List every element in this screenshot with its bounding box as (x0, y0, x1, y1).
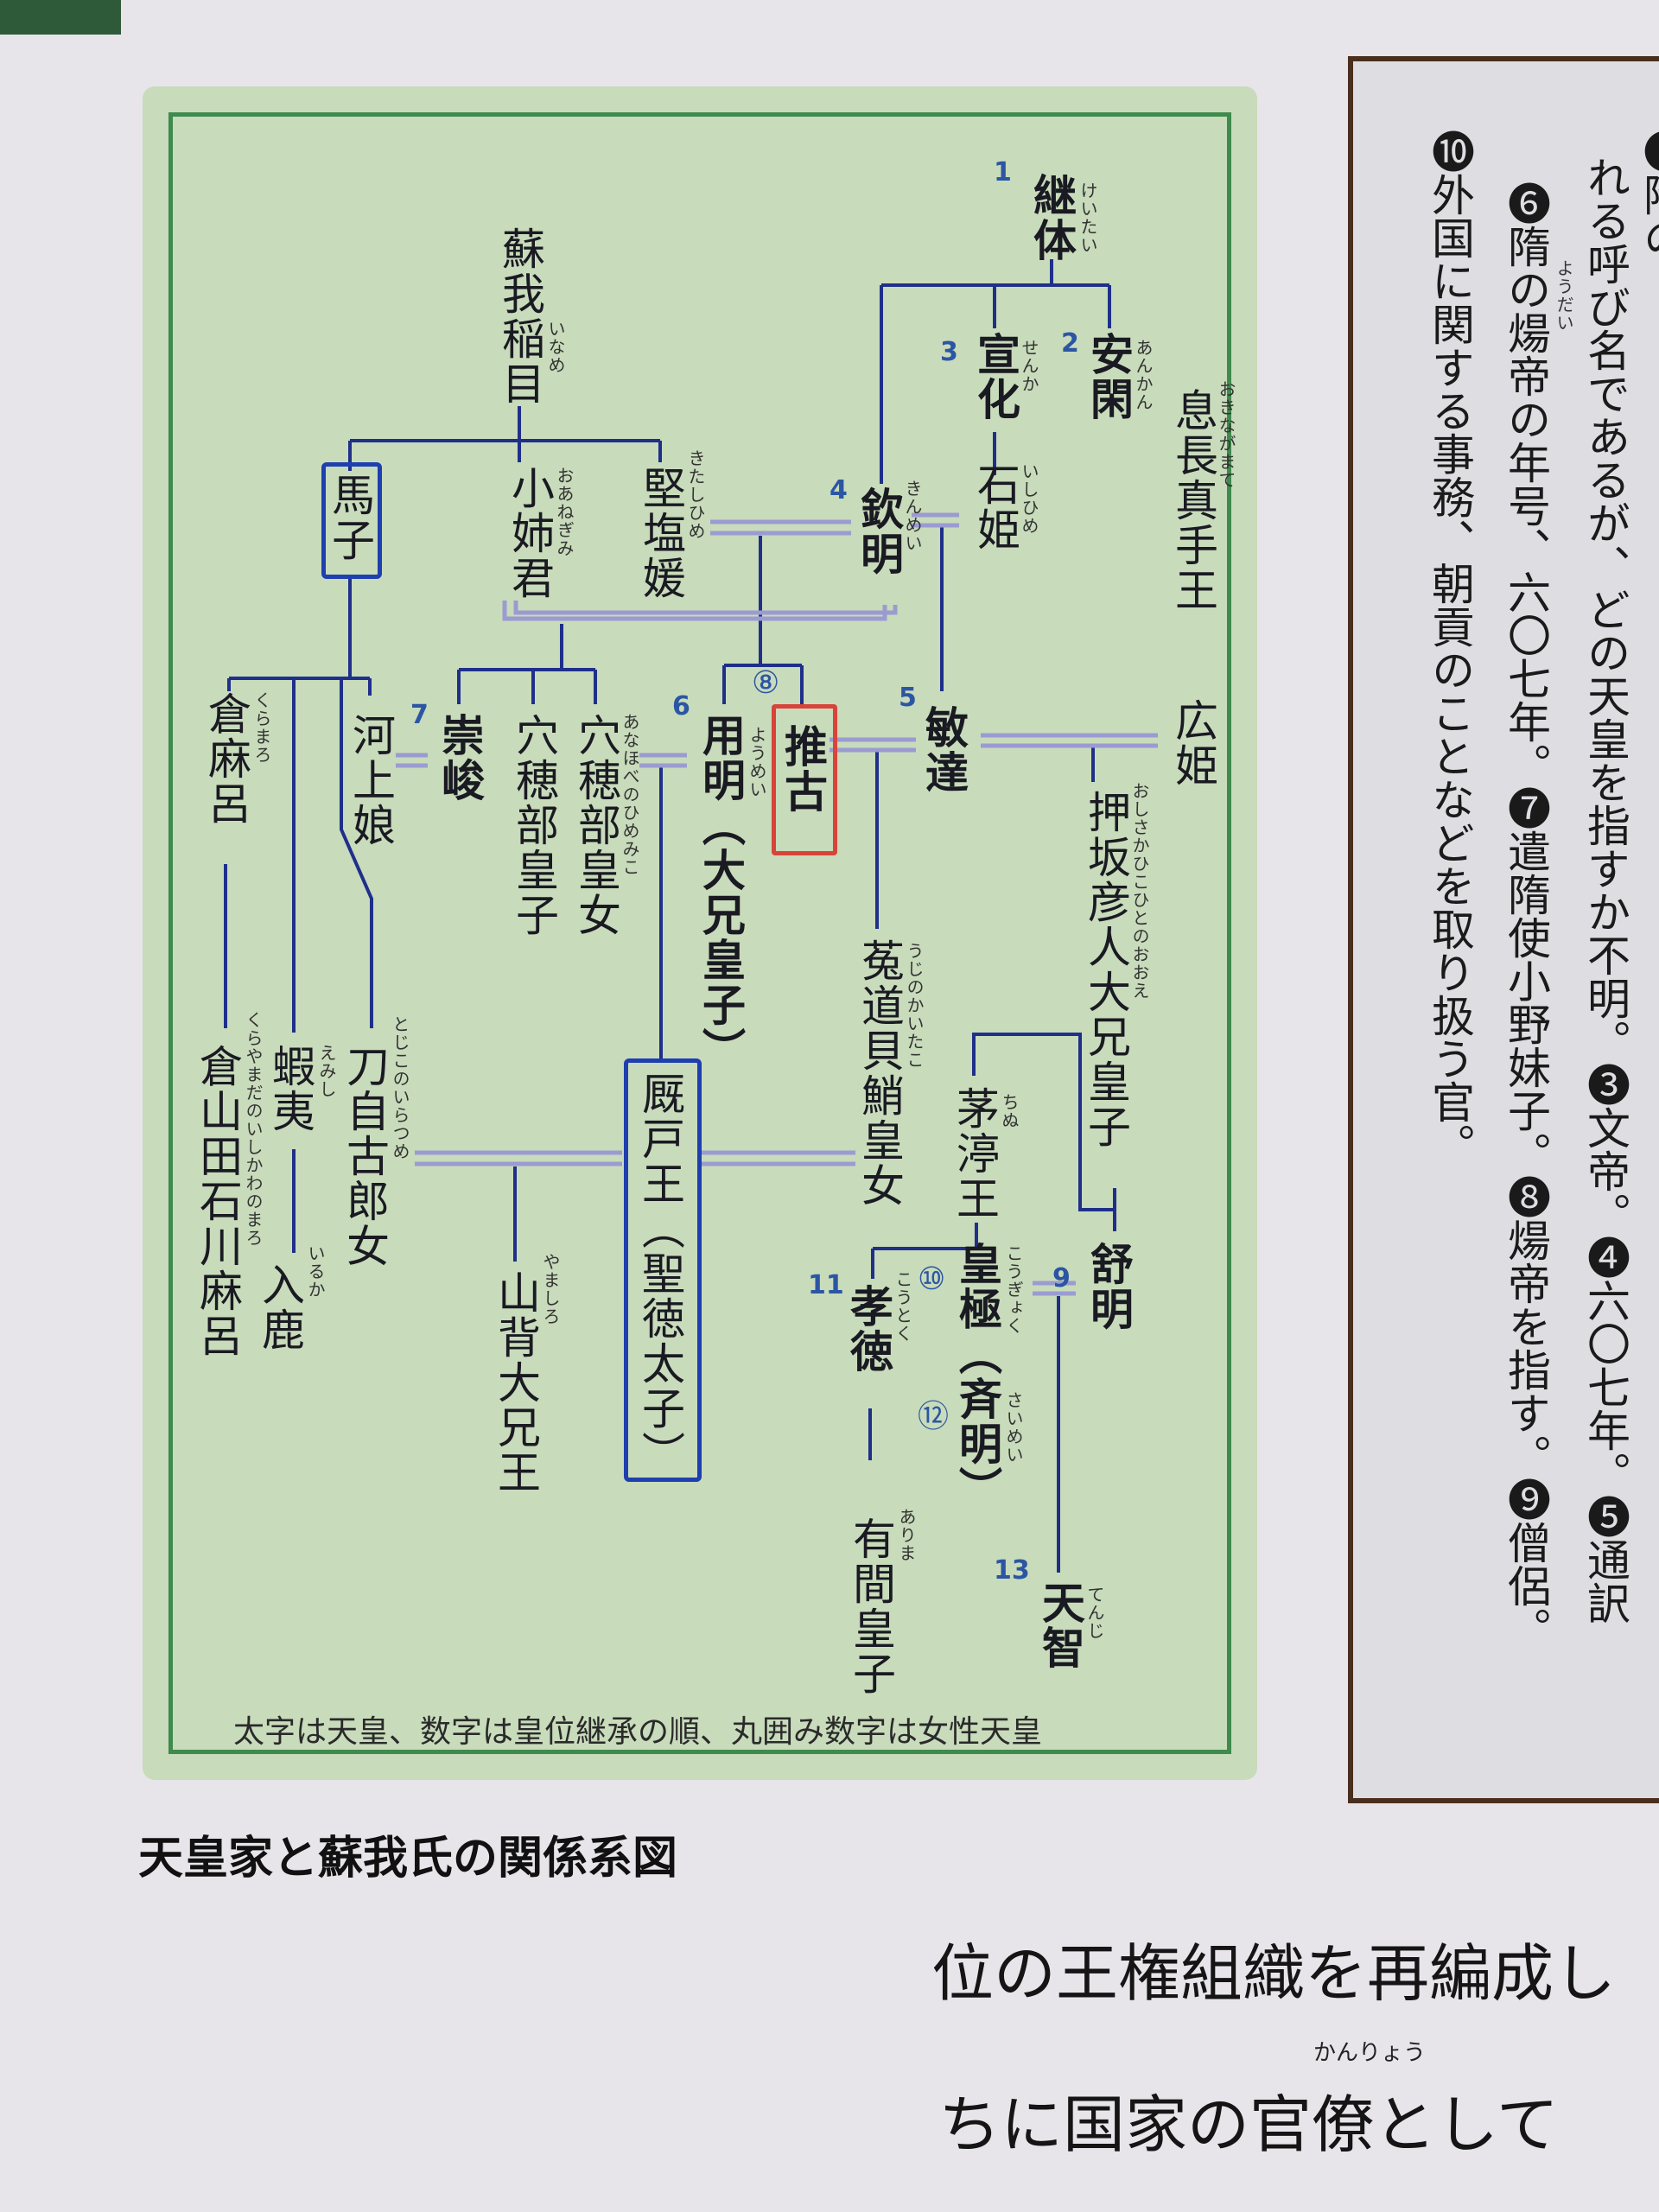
body-text-line: ちに国家の官僚として (938, 2088, 1559, 2161)
suiko-highlight-box (772, 704, 837, 855)
node-kurayamada: 倉山田石川麻呂 (193, 1044, 243, 1358)
ruby-arima: ありま (896, 1508, 917, 1562)
body-text-ruby: かんりょう (1313, 2040, 1427, 2066)
node-soga-iname: 蘇我稲目 (495, 226, 545, 406)
succession-number: 5 (899, 683, 917, 713)
ruby-yamashiro: やましろ (540, 1253, 561, 1325)
node-sushun: 崇峻 (435, 713, 485, 803)
female-emperor-number: ⑫ (918, 1399, 950, 1434)
node-umayado: 厩戸王（聖徳太子） (635, 1071, 685, 1476)
node-tenji: 天智 (1035, 1580, 1085, 1670)
node-yamashiro: 山背大兄王 (491, 1270, 541, 1495)
succession-number: 13 (994, 1555, 1030, 1586)
annotation-sidebar (1348, 56, 1659, 1803)
node-suiko: 推古 (778, 724, 828, 814)
succession-number: 1 (994, 157, 1012, 188)
node-iruka: 入鹿 (255, 1262, 305, 1352)
ruby-ankan: あんかん (1133, 339, 1154, 411)
node-keitai: 継体 (1027, 173, 1077, 263)
annotation-column: れる呼び名であるが、どの天皇を指すか不明。❸文帝。❹六〇七年。❺通訳 (1580, 156, 1630, 1624)
marriage-lines (396, 512, 1158, 1296)
node-oshisaka: 押坂彦人大兄皇子 (1081, 790, 1131, 1149)
umayado-highlight-box (624, 1058, 702, 1482)
node-anahobe-himemiko: 穴穂部皇女 (571, 713, 621, 938)
genealogy-panel (143, 86, 1257, 1780)
node-jomei: 舒明 (1084, 1242, 1134, 1332)
ruby-kitashihime: きたしひめ (685, 449, 706, 540)
annotation-ruby: ようだい (1554, 259, 1574, 332)
node-emishi: 蝦夷 (265, 1044, 315, 1134)
annotation-column: ❶隋の (1637, 130, 1659, 259)
ruby-tenji: てんじ (1084, 1586, 1105, 1640)
ruby-iruka: いるか (305, 1244, 326, 1299)
node-anahobe-miko: 穴穂部皇子 (509, 713, 559, 938)
body-text-line: 位の王権組織を再編成し (931, 1937, 1617, 2010)
female-emperor-number: ⑧ (752, 665, 780, 701)
node-arima: 有間皇子 (846, 1516, 896, 1696)
ruby-keitai: けいたい (1077, 181, 1098, 254)
ruby-kogyoku: こうぎょく (1003, 1244, 1024, 1335)
ruby-oshisaka: おしさかひこひとのおおえ (1129, 782, 1150, 1000)
succession-number: 11 (808, 1270, 844, 1300)
succession-number: 2 (1061, 328, 1079, 359)
node-ishihime: 石姫 (970, 462, 1020, 552)
umako-highlight-box (321, 462, 382, 579)
node-hirohime: 広姫 (1168, 698, 1218, 788)
annotation-column: ❻隋の煬帝の年号、六〇七年。❼遣隋使小野妹子。❽煬帝を指す。❾僧侶。 (1501, 181, 1551, 1650)
diagram-legend-note: 太字は天皇、数字は皇位継承の順、丸囲み数字は女性天皇 (233, 1714, 1043, 1750)
ruby-tojiko: とじこのいらつめ (390, 1015, 410, 1160)
node-yomei: 用明（大兄皇子） (696, 713, 746, 1072)
blood-lines (224, 259, 1116, 1573)
ruby-emishi: えみし (316, 1044, 337, 1098)
figure-caption: 天皇家と蘇我氏の関係系図 (138, 1833, 678, 1885)
node-kawakami: 河上娘 (346, 713, 396, 848)
node-kitashihime: 堅塩媛 (636, 466, 686, 601)
ruby-anahobe-himemiko: あなほべのひめみこ (620, 713, 640, 876)
ruby-okinaga: おきながまて (1216, 380, 1236, 489)
node-kogyoku: 皇極（斉明） (952, 1242, 1002, 1511)
ruby-chinu: ちぬ (999, 1093, 1020, 1129)
node-uji: 菟道貝鮹皇女 (855, 938, 905, 1208)
ruby-kotoku: こうとく (893, 1270, 913, 1343)
succession-number: 6 (672, 691, 690, 721)
node-bidatsu: 敏達 (918, 705, 969, 795)
node-tojiko: 刀自古郎女 (340, 1044, 390, 1268)
node-ankan: 安閑 (1084, 332, 1134, 422)
node-chinu: 茅渟王 (950, 1086, 1000, 1221)
female-emperor-number: ⑩ (918, 1262, 946, 1297)
node-kotoku: 孝徳 (843, 1284, 893, 1374)
ruby-saimei: さいめい (1003, 1391, 1024, 1464)
ruby-yomei: ようめい (747, 726, 767, 798)
succession-number: 3 (940, 337, 958, 367)
ruby-kuramaro: くらまろ (251, 691, 272, 764)
ruby-iname: いなめ (545, 320, 566, 374)
node-kinmei: 欽明 (854, 486, 904, 576)
annotation-column: ❿外国に関する事務、朝貢のことなどを取り扱う官。 (1425, 130, 1475, 1166)
ruby-senka: せんか (1019, 339, 1039, 393)
succession-number: 4 (830, 475, 848, 505)
node-senka: 宣化 (970, 332, 1020, 422)
succession-number: 7 (410, 700, 429, 730)
ruby-oanegimi: おあねぎみ (554, 467, 575, 557)
page-corner (0, 0, 121, 35)
node-oanegimi: 小姉君 (505, 466, 555, 601)
node-kuramaro: 倉麻呂 (201, 691, 251, 826)
ruby-ishihime: いしひめ (1019, 462, 1039, 535)
genealogy-panel-border (168, 112, 1231, 1754)
node-okinaga: 息長真手王 (1168, 388, 1218, 613)
ruby-kurayamada: くらやまだのいしかわのまろ (243, 1011, 264, 1247)
node-umako: 馬子 (325, 473, 375, 563)
ruby-uji: うじのかいたこ (904, 942, 925, 1069)
ruby-kinmei: きんめい (902, 480, 923, 552)
succession-number: 9 (1052, 1263, 1071, 1294)
